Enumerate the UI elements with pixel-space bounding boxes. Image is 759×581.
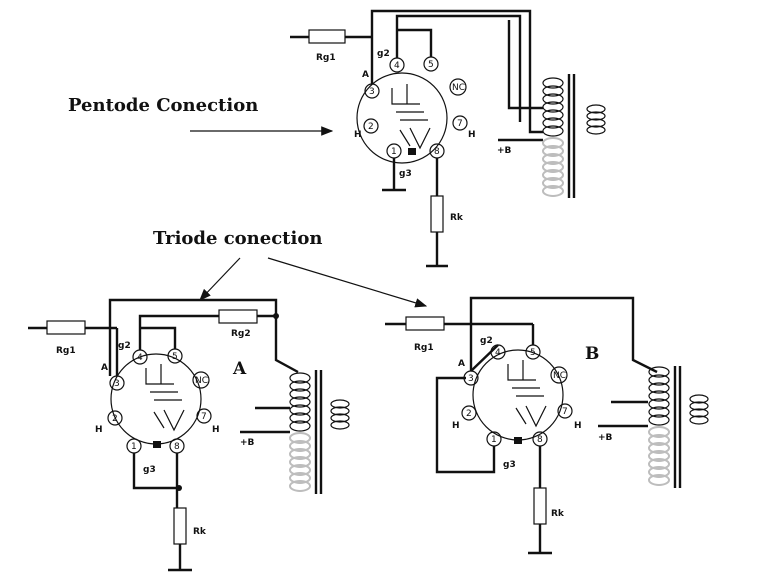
triode-a-label-heater-left: H <box>95 425 103 435</box>
triode-a-label-g3: g3 <box>143 465 156 475</box>
pentode-rk-label: Rk <box>450 213 464 223</box>
pentode-supply-label: +B <box>497 146 512 156</box>
pentode-circuit: 3 4 5 NC 2 7 1 8 A g2 H H g3 Rg1 Rk +B <box>290 9 606 268</box>
triode-b-rg1-label: Rg1 <box>414 343 434 353</box>
triode-a-rg1-label: Rg1 <box>56 346 76 356</box>
pentode-pin-4: 4 <box>394 61 400 71</box>
pentode-pin-7: 7 <box>457 119 463 129</box>
triode-a-pin-1: 1 <box>131 442 137 452</box>
variant-b-label: B <box>585 344 599 364</box>
triode-a-circuit: A 3 4 5 NC 2 7 1 8 A g2 H H g3 Rg1 <box>28 298 350 572</box>
pentode-label-g2: g2 <box>377 49 390 59</box>
triode-b-label-heater-right: H <box>574 421 582 431</box>
triode-b-pin-1: 1 <box>491 435 497 445</box>
triode-a-pin-2: 2 <box>112 414 118 424</box>
triode-a-pin-3: 3 <box>114 379 120 389</box>
triode-b-pin-nc: NC <box>553 371 566 381</box>
triode-a-pin-4: 4 <box>137 353 143 363</box>
pentode-label-heater-right: H <box>468 130 476 140</box>
triode-a-label-heater-right: H <box>212 425 220 435</box>
pentode-label-heater-left: H <box>354 130 362 140</box>
triode-b-rk-label: Rk <box>551 509 565 519</box>
triode-b-pin-5: 5 <box>530 348 536 358</box>
triode-b-pin-7: 7 <box>562 407 568 417</box>
triode-a-pin-5: 5 <box>172 352 178 362</box>
pentode-pin-nc: NC <box>452 83 465 93</box>
pentode-pin-8: 8 <box>434 147 440 157</box>
pentode-caption: Pentode Conection <box>68 95 258 116</box>
pentode-rg1-label: Rg1 <box>316 53 336 63</box>
triode-b-pin-4: 4 <box>495 348 501 358</box>
triode-b-label-heater-left: H <box>452 421 460 431</box>
triode-a-pin-7: 7 <box>201 412 207 422</box>
triode-a-rg2-label: Rg2 <box>231 329 251 339</box>
triode-arrow-b <box>267 257 428 308</box>
pentode-pin-3: 3 <box>369 87 375 97</box>
triode-caption: Triode conection <box>153 228 322 249</box>
triode-b-label-anode: A <box>458 359 465 369</box>
triode-b-pin-8: 8 <box>537 435 543 445</box>
pentode-pin-1: 1 <box>391 147 397 157</box>
pentode-pin-5: 5 <box>428 60 434 70</box>
triode-a-supply-label: +B <box>240 438 255 448</box>
triode-a-rk-label: Rk <box>193 527 207 537</box>
triode-b-supply-label: +B <box>598 433 613 443</box>
triode-a-label-anode: A <box>101 363 108 373</box>
triode-a-label-g2: g2 <box>118 341 131 351</box>
triode-a-pin-nc: NC <box>195 376 208 386</box>
variant-a-label: A <box>232 359 247 379</box>
triode-b-pin-3: 3 <box>468 374 474 384</box>
triode-arrow-a <box>199 257 241 301</box>
pentode-pin-2: 2 <box>368 122 374 132</box>
triode-b-pin-2: 2 <box>466 409 472 419</box>
triode-b-circuit: B 3 4 5 NC 2 7 1 8 A g2 H H g3 Rg1 <box>385 296 709 555</box>
pentode-label-anode: A <box>362 70 369 80</box>
pentode-tube-envelope <box>356 72 448 164</box>
triode-b-label-g3: g3 <box>503 460 516 470</box>
triode-a-pin-8: 8 <box>174 442 180 452</box>
pentode-label-g3: g3 <box>399 169 412 179</box>
triode-b-label-g2: g2 <box>480 336 493 346</box>
